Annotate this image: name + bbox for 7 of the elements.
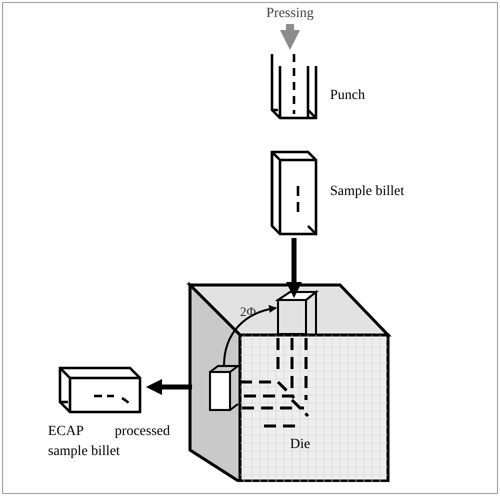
arrow	[146, 379, 192, 395]
part-label: Punch	[330, 87, 366, 105]
part-label: Sample billet	[330, 183, 406, 201]
pressing-label: Pressing	[250, 2, 330, 24]
part-label: ECAP processed sample billet	[48, 423, 170, 461]
arrow	[286, 238, 302, 298]
arrow	[280, 24, 300, 50]
